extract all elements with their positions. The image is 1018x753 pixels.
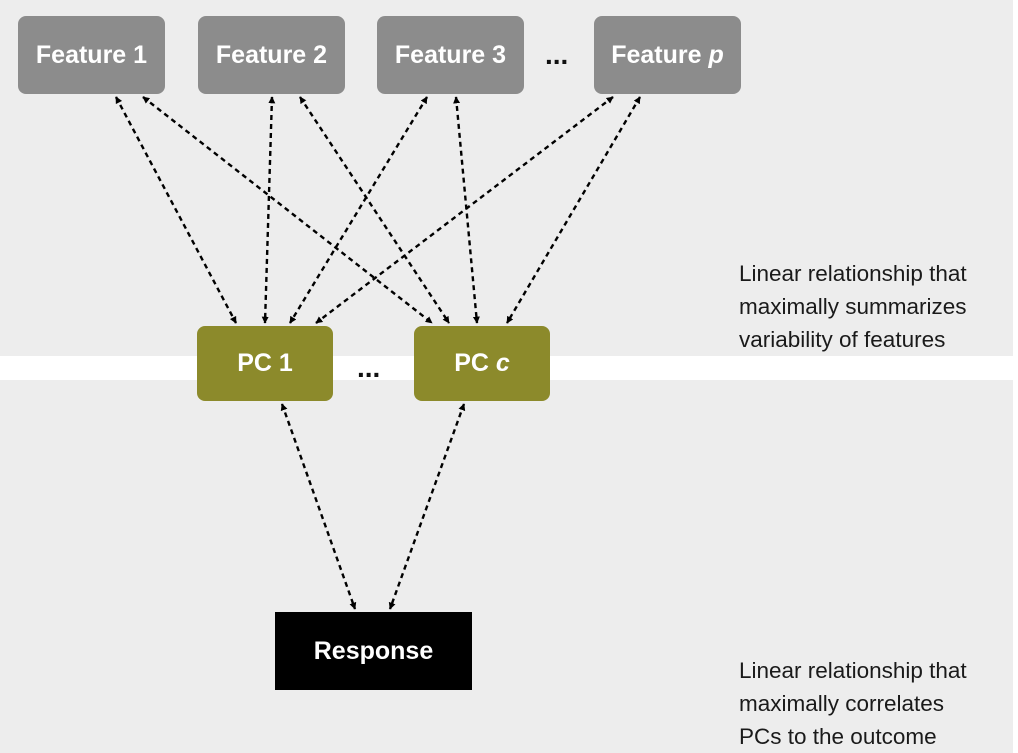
annotation-line: Linear relationship that xyxy=(739,658,967,683)
feature-node-label: Feature 3 xyxy=(394,40,507,69)
feature-node-label: Feature 1 xyxy=(35,40,148,69)
pc-node-c: PC c xyxy=(414,326,550,401)
annotation-line: maximally correlates xyxy=(739,691,945,716)
response-node-label: Response xyxy=(313,636,434,665)
lower-section-background xyxy=(0,380,1013,753)
annotation-line: variability of features xyxy=(739,327,946,352)
pc-ellipsis: ... xyxy=(357,352,381,383)
feature-node-2: Feature 2 xyxy=(198,16,345,94)
response-node: Response xyxy=(275,612,472,690)
annotation-line: maximally summarizes xyxy=(739,294,967,319)
feature-ellipsis: ... xyxy=(545,39,569,70)
pc-node-1: PC 1 xyxy=(197,326,333,401)
feature-node-1: Feature 1 xyxy=(18,16,165,94)
feature-node-3: Feature 3 xyxy=(377,16,524,94)
pca-annotation: Linear relationship that maximally summa… xyxy=(739,257,1014,356)
pc-node-label: PC 1 xyxy=(237,349,293,377)
annotation-line: Linear relationship that xyxy=(739,261,967,286)
pc-node-label: PC c xyxy=(454,349,510,377)
feature-node-label: Feature p xyxy=(611,40,724,69)
feature-node-label: Feature 2 xyxy=(215,40,328,69)
feature-node-p: Feature p xyxy=(594,16,741,94)
annotation-line: PCs to the outcome xyxy=(739,724,937,749)
regression-annotation: Linear relationship that maximally corre… xyxy=(739,654,1014,753)
